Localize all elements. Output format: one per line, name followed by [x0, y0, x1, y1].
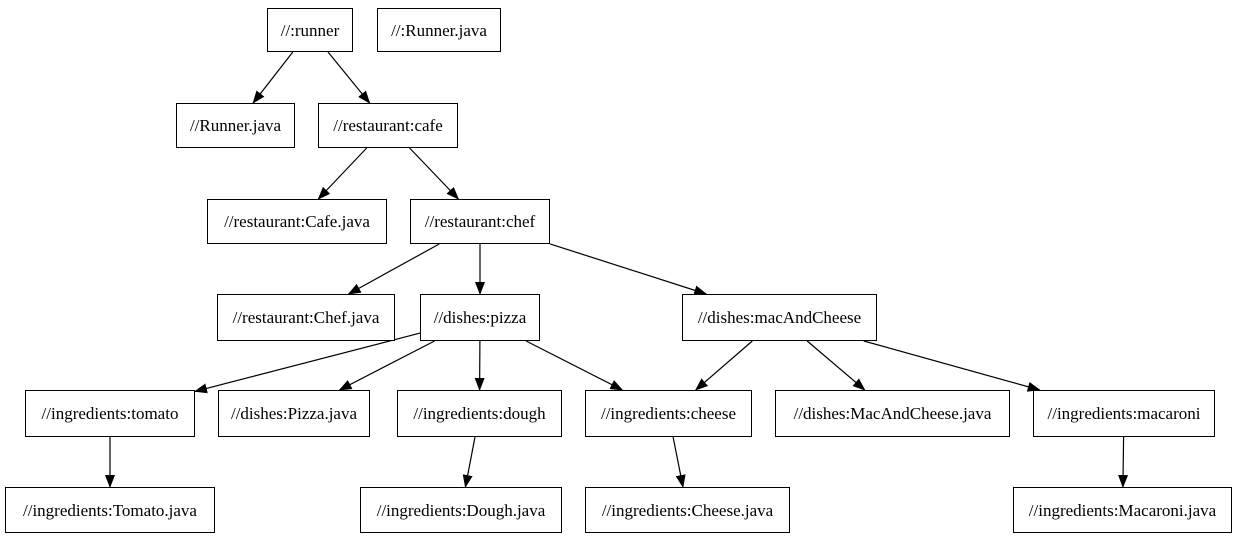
graph-node-chef_java: //restaurant:Chef.java	[217, 294, 395, 341]
graph-node-dough_java: //ingredients:Dough.java	[360, 487, 562, 533]
graph-node-mac: //dishes:macAndCheese	[682, 294, 877, 341]
graph-node-macaroni: //ingredients:macaroni	[1033, 390, 1215, 437]
graph-node-macaroni_java: //ingredients:Macaroni.java	[1013, 487, 1232, 533]
graph-node-cheese_java: //ingredients:Cheese.java	[585, 487, 790, 533]
graph-node-tomato_java: //ingredients:Tomato.java	[5, 487, 215, 533]
graph-edge-chef-to-chef_java	[347, 243, 440, 295]
graph-node-root_src: //:Runner.java	[377, 8, 501, 52]
graph-edge-mac-to-cheese	[694, 340, 753, 391]
graph-node-cafe: //restaurant:cafe	[318, 103, 458, 148]
graph-node-cafe_java: //restaurant:Cafe.java	[207, 199, 387, 244]
graph-edge-pizza-to-cheese	[525, 340, 624, 391]
graph-node-pizza_java: //dishes:Pizza.java	[218, 390, 370, 437]
graph-node-runner: //:runner	[267, 8, 353, 52]
graph-edge-pizza-to-tomato	[194, 332, 421, 394]
graph-edge-cafe-to-chef	[409, 147, 460, 200]
graph-edge-runner-to-cafe	[327, 51, 371, 104]
graph-node-mac_java: //dishes:MacAndCheese.java	[775, 390, 1010, 437]
graph-edge-dough-to-dough_java	[462, 436, 476, 488]
graph-node-pizza: //dishes:pizza	[420, 294, 540, 341]
graph-edge-chef-to-mac	[549, 243, 708, 296]
graph-node-dough: //ingredients:dough	[397, 390, 562, 437]
graph-edge-mac-to-macaroni	[863, 340, 1041, 392]
graph-edge-macaroni-to-macaroni_java	[1118, 436, 1129, 488]
graph-edge-cafe-to-cafe_java	[317, 147, 368, 200]
graph-edge-runner-to-runner_java	[252, 51, 294, 104]
graph-edge-mac-to-mac_java	[806, 340, 866, 391]
graph-node-chef: //restaurant:chef	[410, 199, 550, 244]
graph-node-cheese: //ingredients:cheese	[585, 390, 752, 437]
graph-edge-cheese-to-cheese_java	[672, 436, 686, 488]
graph-node-tomato: //ingredients:tomato	[25, 390, 195, 437]
graph-node-runner_java: //Runner.java	[176, 103, 295, 148]
graph-edge-pizza-to-pizza_java	[338, 340, 435, 391]
